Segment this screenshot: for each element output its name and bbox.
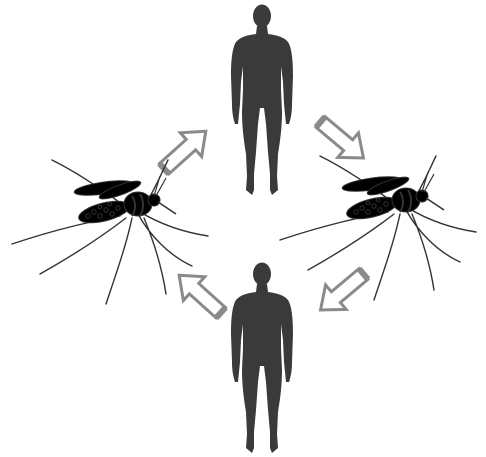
mosquito-icon <box>12 160 208 304</box>
human-silhouette-icon <box>231 5 293 196</box>
arrow-to-mosquito-left <box>168 263 231 324</box>
arrow-to-human-bottom <box>310 262 373 323</box>
arrow-to-mosquito-right <box>310 110 373 171</box>
mosquito-icon <box>280 156 476 300</box>
human-silhouette-icon <box>231 263 293 454</box>
